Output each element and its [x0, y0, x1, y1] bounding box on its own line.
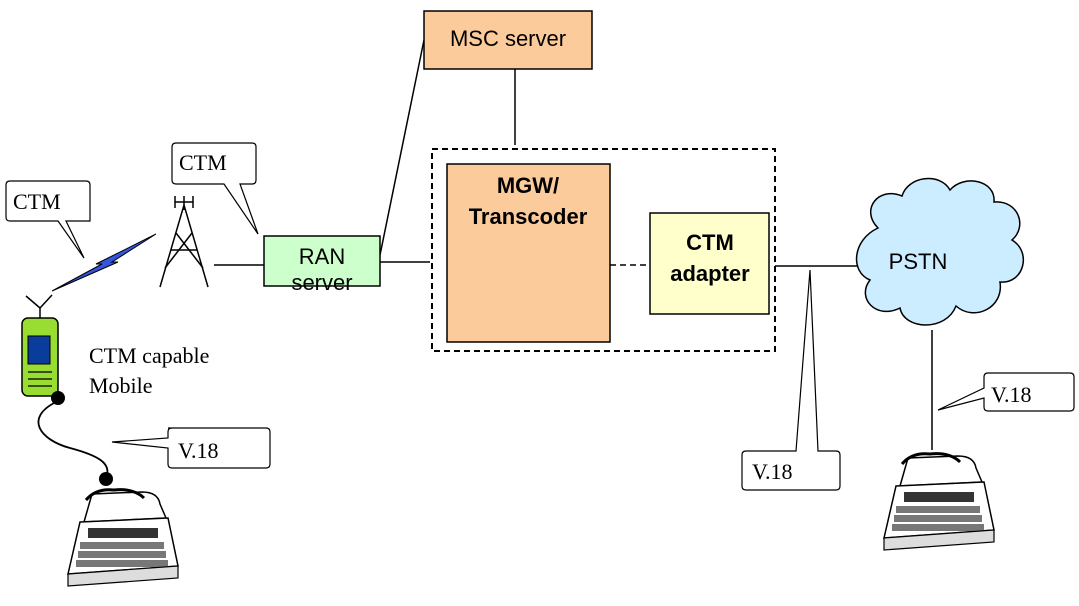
- media-gateway-enclosure: [431, 148, 776, 352]
- radio-tower-icon: [159, 196, 209, 288]
- msc-server-label: MSC server: [450, 26, 566, 51]
- callout-v18-pstn-tty: V.18: [937, 372, 1075, 412]
- radio-link-lightning-icon: [51, 233, 157, 292]
- pstn-cloud: PSTN: [855, 177, 1024, 326]
- mobile-label-line2: Mobile: [89, 373, 153, 398]
- teletypewriter-icon: [883, 452, 995, 551]
- mobile-tty-cable: [37, 401, 109, 479]
- callout-ctm-mobile-text: CTM: [13, 189, 61, 214]
- callout-v18-mgw-pstn-link: V.18: [741, 269, 841, 491]
- ran-server-box: [263, 235, 381, 287]
- tty-cable-plug: [99, 472, 113, 486]
- callout-v18-mgw-pstn-text: V.18: [752, 459, 793, 484]
- mgw-transcoder-box: [446, 163, 611, 343]
- connection-lines: [214, 39, 933, 450]
- ran-server-label-line2: server: [291, 270, 352, 295]
- cloud-icon: [855, 177, 1024, 326]
- ctm-adapter-box: [649, 212, 770, 315]
- ran-msc-link: [379, 39, 425, 256]
- ran-server: RAN server: [263, 235, 381, 295]
- ctm-adapter: CTM adapter: [649, 212, 770, 315]
- mobile-phone-icon: [21, 294, 65, 405]
- callout-ctm-mobile-link: CTM: [5, 180, 91, 259]
- mgw-transcoder: MGW/ Transcoder: [446, 163, 611, 343]
- pstn-label: PSTN: [889, 249, 948, 274]
- msc-server: MSC server: [423, 10, 593, 70]
- mgw-label-line2: Transcoder: [469, 204, 588, 229]
- callout-v18-pstn-tty-text: V.18: [991, 382, 1032, 407]
- callout-v18-mobile-tty: V.18: [111, 427, 271, 469]
- ran-server-label-line1: RAN: [299, 244, 345, 269]
- mobile-label-line1: CTM capable: [89, 343, 209, 368]
- mgw-label-line1: MGW/: [497, 173, 559, 198]
- teletypewriter-icon: [67, 488, 179, 587]
- msc-server-box: [423, 10, 593, 70]
- callout-v18-mobile-tty-text: V.18: [178, 438, 219, 463]
- callout-ctm-tower-text: CTM: [179, 150, 227, 175]
- callout-ctm-tower-link: CTM: [171, 142, 259, 235]
- ctm-adapter-label-line2: adapter: [670, 261, 750, 286]
- ctm-adapter-label-line1: CTM: [686, 230, 734, 255]
